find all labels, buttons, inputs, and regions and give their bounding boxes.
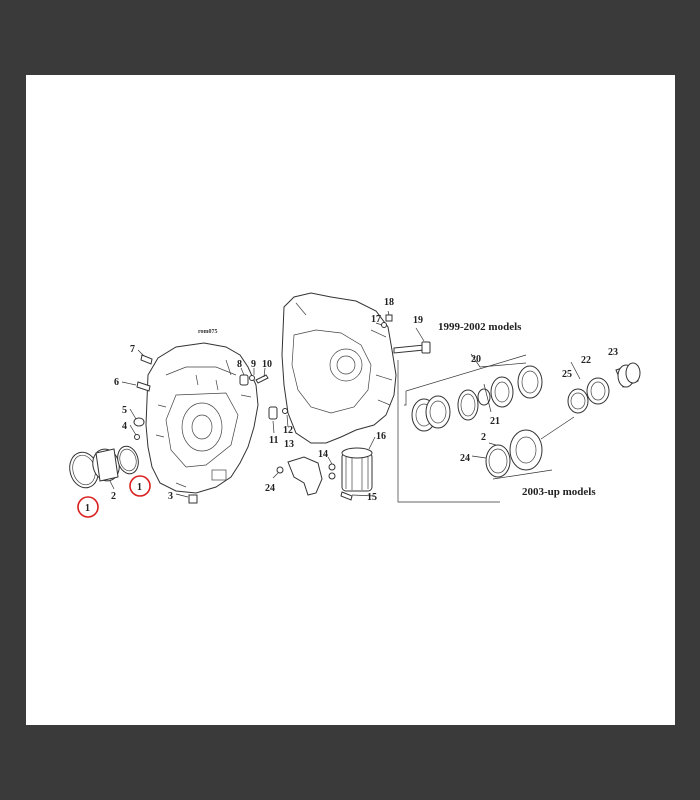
number-labels: 7 6 5 4 3 2 1 1 8 9 10 11 12 13 24 14 15…	[85, 297, 618, 514]
label-4: 4	[122, 421, 127, 432]
label-3: 3	[168, 491, 173, 502]
bracket-lines	[397, 353, 581, 503]
part-13	[276, 456, 323, 496]
label-24-left: 24	[265, 483, 275, 494]
caption-2003-up-models: 2003-up models	[522, 486, 596, 498]
label-7: 7	[130, 344, 135, 355]
label-13: 13	[284, 439, 294, 450]
label-14: 14	[318, 449, 328, 460]
label-1-left: 1	[85, 503, 90, 514]
label-15: 15	[367, 492, 377, 503]
label-12: 12	[283, 425, 293, 436]
left-hardware	[69, 354, 198, 504]
reference-code: rom075	[198, 329, 218, 335]
label-19: 19	[413, 315, 423, 326]
part-14-16	[328, 447, 373, 501]
exploded-parts-diagram: 7 6 5 4 3 2 1 1 8 9 10 11 12 13 24 14 15…	[69, 292, 641, 518]
label-25: 25	[562, 369, 572, 380]
bearing-group-upper	[411, 365, 543, 432]
label-5: 5	[122, 405, 127, 416]
label-23: 23	[608, 347, 618, 358]
label-22: 22	[581, 355, 591, 366]
left-crankcase	[145, 342, 259, 494]
label-6: 6	[114, 377, 119, 388]
label-24-right: 24	[460, 453, 470, 464]
caption-1999-2002-models: 1999-2002 models	[438, 321, 522, 333]
label-18: 18	[384, 297, 394, 308]
label-leaders	[109, 310, 497, 498]
hardware-11-12	[268, 406, 288, 420]
highlight-circle-1-left	[77, 496, 99, 518]
label-1-right: 1	[137, 482, 142, 493]
diagram-canvas: 7 6 5 4 3 2 1 1 8 9 10 11 12 13 24 14 15…	[26, 75, 675, 725]
label-17: 17	[371, 314, 381, 325]
label-9: 9	[251, 359, 256, 370]
highlight-markers	[77, 475, 151, 518]
model-captions: 1999-2002 models 2003-up models rom075	[198, 321, 596, 498]
right-crankcase	[281, 292, 397, 444]
bearing-group-right	[567, 362, 641, 414]
label-11: 11	[269, 435, 278, 446]
bearing-group-lower	[485, 429, 543, 478]
label-16: 16	[376, 431, 386, 442]
highlight-circle-1-right	[129, 475, 151, 497]
label-20: 20	[471, 354, 481, 365]
label-8: 8	[237, 359, 242, 370]
label-2-left: 2	[111, 491, 116, 502]
label-2-right: 2	[481, 432, 486, 443]
label-10: 10	[262, 359, 272, 370]
label-21: 21	[490, 416, 500, 427]
